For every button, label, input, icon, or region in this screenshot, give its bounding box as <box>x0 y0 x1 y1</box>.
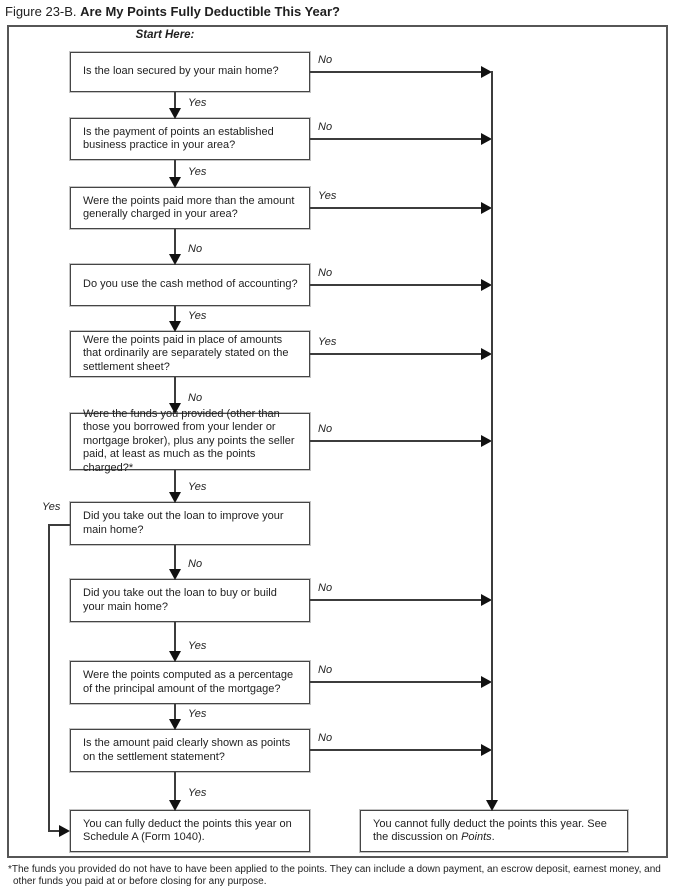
down-label-8: Yes <box>188 640 207 652</box>
outcome-not-deductible-italic: Points <box>461 831 492 843</box>
arrowhead-down-3-icon <box>169 254 181 265</box>
down-label-7: No <box>188 558 203 570</box>
arrowhead-right-4-icon <box>481 279 492 291</box>
side-label-8: No <box>318 582 333 594</box>
side-label-4: No <box>318 267 333 279</box>
outcome-box-not-deductible: You cannot fully deduct the points this … <box>360 810 628 852</box>
outcome-deductible-text: You can fully deduct the points this yea… <box>83 817 292 844</box>
figure-heading: Are My Points Fully Deductible This Year… <box>80 4 340 19</box>
footnote: *The funds you provided do not have to h… <box>8 864 661 887</box>
question-text-8: Did you take out the loan to buy or buil… <box>83 587 277 613</box>
side-label-2: No <box>318 121 333 133</box>
question-box-10: Is the amount paid clearly shown as poin… <box>70 729 310 772</box>
arrowhead-down-1-icon <box>169 108 181 119</box>
side-label-6: No <box>318 423 333 435</box>
side-label-1: No <box>318 54 333 66</box>
connector-down-5 <box>174 377 176 405</box>
connector-down-9 <box>174 704 176 721</box>
arrowhead-right-9-icon <box>481 676 492 688</box>
arrowhead-down-6-icon <box>169 492 181 503</box>
arrowhead-down-10-icon <box>169 800 181 811</box>
side-label-5: Yes <box>318 336 337 348</box>
question-box-9: Were the points computed as a percentage… <box>70 661 310 704</box>
connector-side-9 <box>310 681 481 683</box>
question-text-9: Were the points computed as a percentage… <box>83 669 294 695</box>
connector-down-8 <box>174 622 176 653</box>
arrowhead-down-5-icon <box>169 403 181 414</box>
down-label-9: Yes <box>188 708 207 720</box>
question-text-4: Do you use the cash method of accounting… <box>83 278 298 291</box>
left-route-vertical <box>48 524 50 832</box>
down-label-3: No <box>188 243 203 255</box>
left-route-label: Yes <box>42 501 61 513</box>
connector-side-2 <box>310 138 481 140</box>
outcome-not-deductible-prefix: You cannot fully deduct the points this … <box>373 817 607 844</box>
connector-down-4 <box>174 306 176 323</box>
connector-side-8 <box>310 599 481 601</box>
question-text-10: Is the amount paid clearly shown as poin… <box>83 737 291 763</box>
arrowhead-right-left-route-icon <box>59 825 70 837</box>
outcome-not-deductible-text: You cannot fully deduct the points this … <box>373 818 619 845</box>
down-label-2: Yes <box>188 166 207 178</box>
arrowhead-right-2-icon <box>481 133 492 145</box>
figure-label: Figure 23-B. <box>5 4 77 19</box>
left-route-bottom-segment <box>48 830 60 832</box>
question-box-2: Is the payment of points an established … <box>70 118 310 160</box>
arrowhead-down-7-icon <box>169 569 181 580</box>
arrowhead-down-collector-icon <box>486 800 498 811</box>
side-label-10: No <box>318 732 333 744</box>
arrowhead-right-1-icon <box>481 66 492 78</box>
arrowhead-right-6-icon <box>481 435 492 447</box>
connector-side-10 <box>310 749 481 751</box>
connector-down-6 <box>174 470 176 494</box>
arrowhead-down-8-icon <box>169 651 181 662</box>
arrowhead-right-5-icon <box>481 348 492 360</box>
arrowhead-right-3-icon <box>481 202 492 214</box>
question-box-8: Did you take out the loan to buy or buil… <box>70 579 310 622</box>
question-box-4: Do you use the cash method of accounting… <box>70 264 310 306</box>
question-box-6: Were the funds you provided (other than … <box>70 408 310 474</box>
question-text-2: Is the payment of points an established … <box>83 125 274 152</box>
question-box-3: Were the points paid more than the amoun… <box>70 187 310 229</box>
connector-side-3 <box>310 207 481 209</box>
connector-side-1 <box>310 71 481 73</box>
side-label-9: No <box>318 664 333 676</box>
collector-line <box>491 71 493 800</box>
outcome-box-deductible: You can fully deduct the points this yea… <box>70 810 310 852</box>
down-label-10: Yes <box>188 787 207 799</box>
connector-side-4 <box>310 284 481 286</box>
down-label-1: Yes <box>188 97 207 109</box>
down-label-6: Yes <box>188 481 207 493</box>
question-text-6: Were the funds you provided (other than … <box>83 407 295 474</box>
question-box-1: Is the loan secured by your main home? <box>70 52 310 92</box>
start-here-label: Start Here: <box>135 29 195 41</box>
connector-side-6 <box>310 440 481 442</box>
question-text-7: Did you take out the loan to improve you… <box>83 510 284 536</box>
arrowhead-right-10-icon <box>481 744 492 756</box>
arrowhead-right-8-icon <box>481 594 492 606</box>
connector-side-5 <box>310 353 481 355</box>
connector-down-1 <box>174 92 176 110</box>
side-label-3: Yes <box>318 190 337 202</box>
connector-down-3 <box>174 229 176 256</box>
outcome-not-deductible-suffix: . <box>491 831 495 843</box>
down-label-5: No <box>188 392 203 404</box>
figure-title: Figure 23-B. Are My Points Fully Deducti… <box>5 4 340 19</box>
question-text-5: Were the points paid in place of amounts… <box>83 333 289 373</box>
left-route-top-segment <box>48 524 70 526</box>
connector-down-2 <box>174 160 176 179</box>
down-label-4: Yes <box>188 310 207 322</box>
question-box-5: Were the points paid in place of amounts… <box>70 331 310 377</box>
arrowhead-down-9-icon <box>169 719 181 730</box>
question-text-3: Were the points paid more than the amoun… <box>83 194 295 221</box>
connector-down-10 <box>174 772 176 802</box>
connector-down-7 <box>174 545 176 571</box>
arrowhead-down-2-icon <box>169 177 181 188</box>
question-text-1: Is the loan secured by your main home? <box>83 65 279 78</box>
question-box-7: Did you take out the loan to improve you… <box>70 502 310 545</box>
arrowhead-down-4-icon <box>169 321 181 332</box>
